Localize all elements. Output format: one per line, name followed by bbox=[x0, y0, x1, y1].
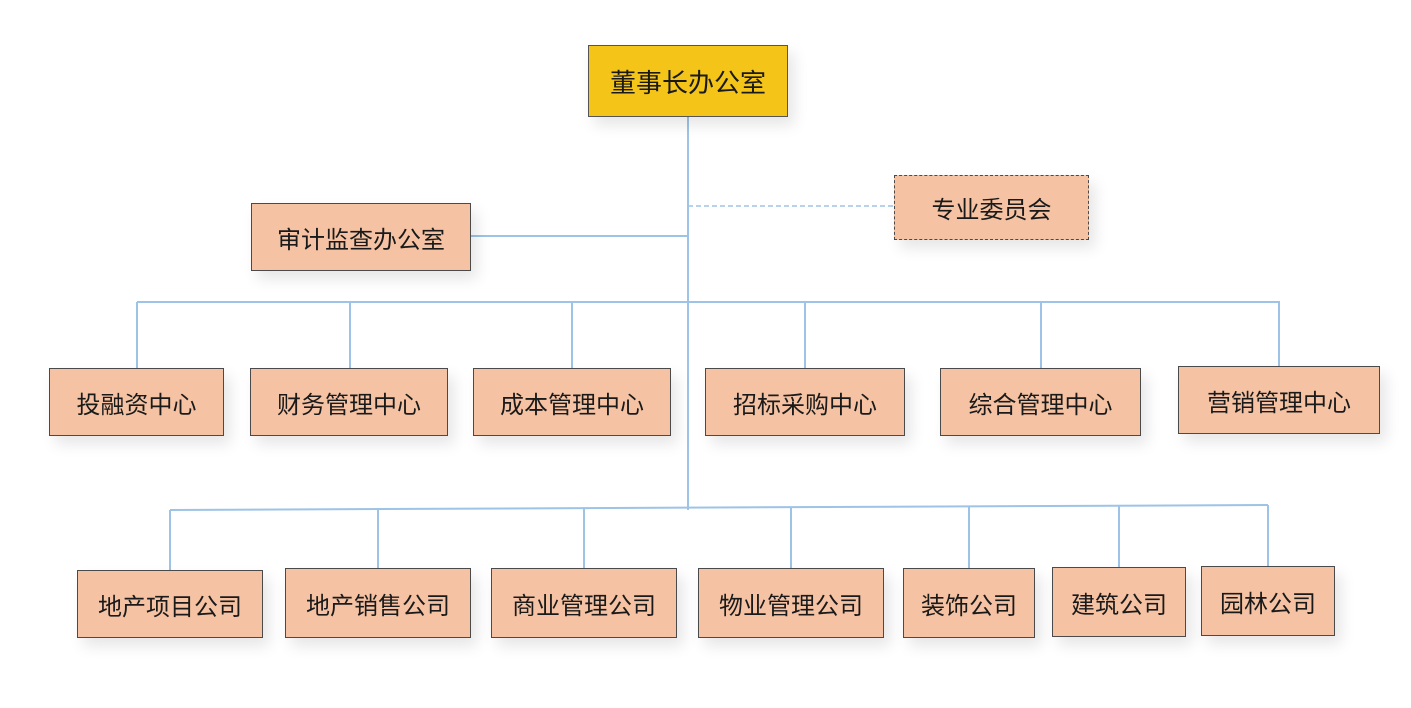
center-box: 财务管理中心 bbox=[250, 368, 448, 436]
center-label: 招标采购中心 bbox=[733, 390, 877, 419]
subsidiary-label: 商业管理公司 bbox=[512, 591, 656, 620]
chairman-office-label: 董事长办公室 bbox=[609, 68, 766, 99]
subsidiary-label: 装饰公司 bbox=[921, 591, 1017, 620]
center-box: 成本管理中心 bbox=[473, 368, 671, 436]
subsidiary-label: 物业管理公司 bbox=[719, 591, 863, 620]
subsidiary-box: 地产项目公司 bbox=[77, 570, 263, 638]
center-label: 财务管理中心 bbox=[277, 390, 421, 419]
center-box: 招标采购中心 bbox=[705, 368, 905, 436]
subsidiary-box: 园林公司 bbox=[1201, 566, 1335, 636]
center-box: 投融资中心 bbox=[49, 368, 224, 436]
subsidiary-label: 地产项目公司 bbox=[98, 592, 242, 621]
subsidiary-box: 装饰公司 bbox=[903, 568, 1035, 638]
audit-office-label: 审计监查办公室 bbox=[277, 225, 445, 254]
subsidiary-box: 商业管理公司 bbox=[491, 568, 677, 638]
subsidiary-box: 建筑公司 bbox=[1052, 567, 1186, 637]
subsidiary-box: 地产销售公司 bbox=[285, 568, 471, 638]
center-label: 成本管理中心 bbox=[500, 390, 644, 419]
center-label: 营销管理中心 bbox=[1207, 388, 1351, 417]
center-label: 投融资中心 bbox=[76, 390, 197, 419]
committee-box: 专业委员会 bbox=[894, 175, 1089, 240]
committee-label: 专业委员会 bbox=[931, 196, 1052, 224]
subsidiaries-bus bbox=[169, 504, 1269, 511]
center-label: 综合管理中心 bbox=[968, 390, 1113, 419]
subsidiary-box: 物业管理公司 bbox=[698, 568, 884, 638]
subsidiary-label: 地产销售公司 bbox=[306, 591, 450, 620]
audit-office-box: 审计监查办公室 bbox=[251, 203, 471, 271]
chairman-office-box: 董事长办公室 bbox=[588, 45, 788, 117]
center-box: 综合管理中心 bbox=[940, 368, 1141, 436]
center-box: 营销管理中心 bbox=[1178, 366, 1380, 434]
subsidiary-label: 园林公司 bbox=[1220, 589, 1316, 618]
subsidiary-label: 建筑公司 bbox=[1071, 590, 1167, 619]
